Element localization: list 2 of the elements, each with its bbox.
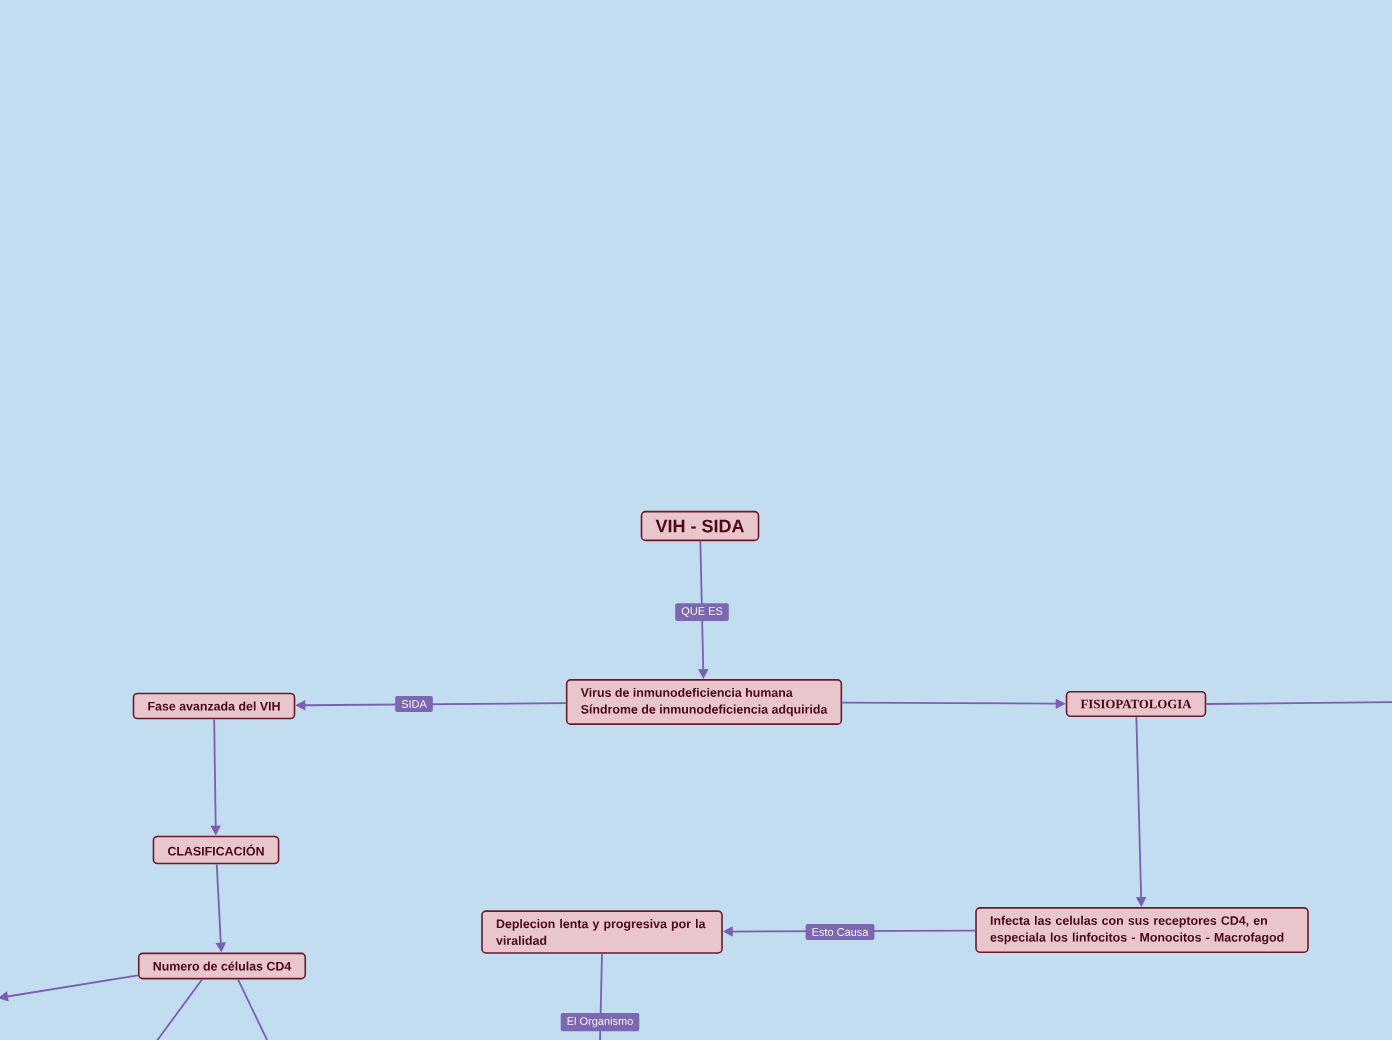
concept-box: VIH - SIDA xyxy=(640,510,760,542)
arrow xyxy=(0,974,139,1002)
